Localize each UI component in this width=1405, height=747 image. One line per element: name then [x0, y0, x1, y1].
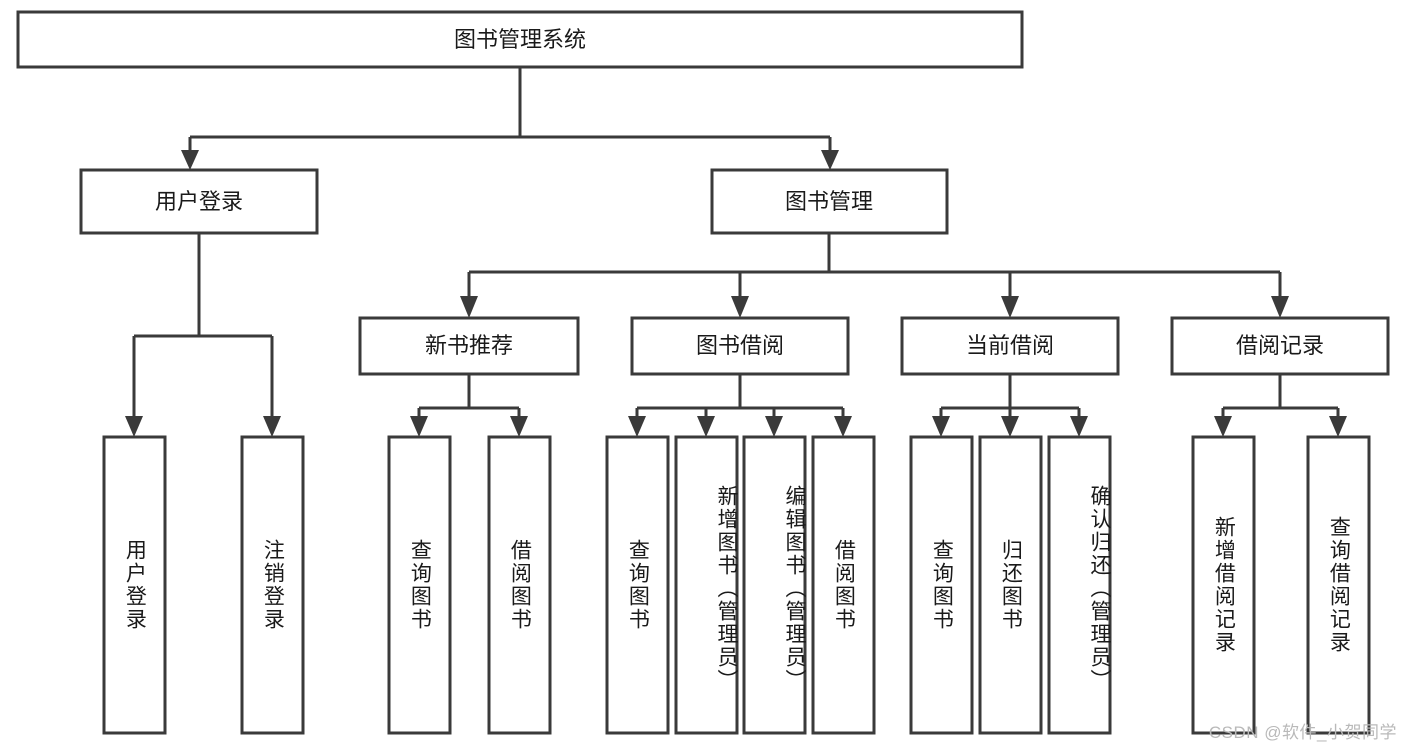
- watermark: CSDN @软件_小贺同学: [1208, 723, 1397, 742]
- connectors-group: [125, 67, 1347, 437]
- node-label-book-manage: 图书管理: [785, 189, 873, 214]
- arrow-to-currentborrow: [1001, 296, 1019, 318]
- arrow-to-newbook: [460, 296, 478, 318]
- node-label-new-book-recommend: 新书推荐: [425, 333, 513, 358]
- node-box-root[interactable]: [16, 10, 1024, 69]
- node-box-book-manage[interactable]: [710, 168, 949, 235]
- arrow-to-book-manage: [821, 150, 839, 170]
- node-label-user-login: 用户登录: [155, 189, 243, 214]
- node-box-leaf-borrow-book-2[interactable]: [811, 435, 876, 735]
- node-box-leaf-add-record[interactable]: [1191, 435, 1256, 735]
- arrow-leaf-borrowrecords-1: [1214, 416, 1232, 437]
- node-label-borrow-records: 借阅记录: [1236, 333, 1324, 358]
- arrow-to-borrowrecords: [1271, 296, 1289, 318]
- arrow-leaf-newbook-2: [510, 416, 528, 437]
- arrow-leaf-bookborrow-1: [628, 416, 646, 437]
- node-label-root: 图书管理系统: [454, 27, 586, 52]
- node-box-leaf-confirm-return-admin[interactable]: [1047, 435, 1112, 735]
- node-label-current-borrow: 当前借阅: [966, 333, 1054, 358]
- arrow-leaf-bookborrow-4: [834, 416, 852, 437]
- arrow-leaf-bookborrow-3: [765, 416, 783, 437]
- node-box-leaf-add-book-admin[interactable]: [674, 435, 739, 735]
- node-box-current-borrow[interactable]: [900, 316, 1120, 376]
- node-box-borrow-records[interactable]: [1170, 316, 1390, 376]
- arrow-leaf-user-login-2: [263, 416, 281, 437]
- node-box-leaf-query-book-3[interactable]: [909, 435, 974, 735]
- nodes-group: 图书管理系统 用户登录 图书管理 新书推荐 图书借阅 当前借阅 借阅记录: [16, 10, 1390, 735]
- node-box-leaf-query-book-2[interactable]: [605, 435, 670, 735]
- arrow-to-user-login: [181, 150, 199, 170]
- arrow-leaf-user-login-1: [125, 416, 143, 437]
- node-box-book-borrow[interactable]: [630, 316, 850, 376]
- arrow-leaf-currentborrow-2: [1001, 416, 1019, 437]
- arrow-leaf-currentborrow-3: [1070, 416, 1088, 437]
- node-box-new-book-recommend[interactable]: [358, 316, 580, 376]
- node-box-leaf-logout[interactable]: [240, 435, 305, 735]
- arrow-leaf-currentborrow-1: [932, 416, 950, 437]
- node-box-user-login[interactable]: [79, 168, 319, 235]
- node-box-leaf-return-book[interactable]: [978, 435, 1043, 735]
- node-box-leaf-user-login[interactable]: [102, 435, 167, 735]
- arrow-leaf-bookborrow-2: [697, 416, 715, 437]
- node-box-leaf-query-book-1[interactable]: [387, 435, 452, 735]
- node-box-leaf-query-record[interactable]: [1306, 435, 1371, 735]
- node-box-leaf-borrow-book-1[interactable]: [487, 435, 552, 735]
- node-box-leaf-edit-book-admin[interactable]: [742, 435, 807, 735]
- arrow-leaf-newbook-1: [410, 416, 428, 437]
- arrow-to-bookborrow: [731, 296, 749, 318]
- arrow-leaf-borrowrecords-2: [1329, 416, 1347, 437]
- node-label-book-borrow: 图书借阅: [696, 333, 784, 358]
